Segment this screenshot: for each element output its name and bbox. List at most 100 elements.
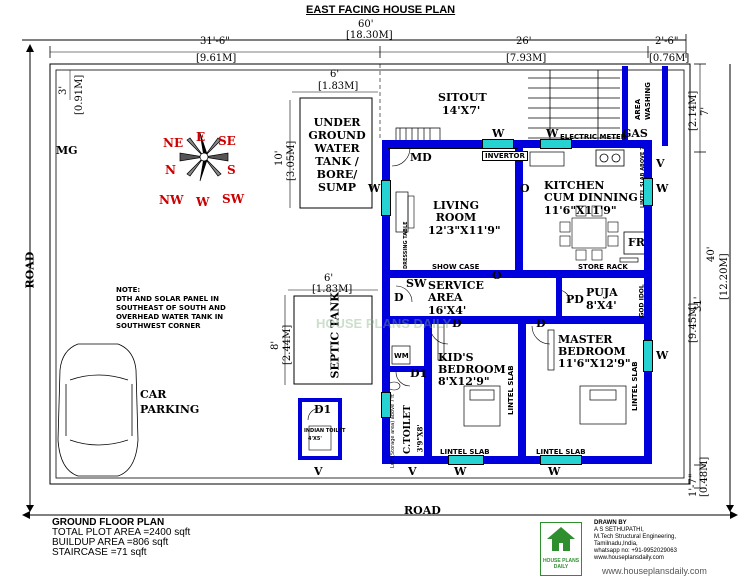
mark-d1-toilet: D1	[410, 367, 428, 380]
kids-name: KID'S	[438, 351, 474, 364]
mark-o-kitchen: O	[520, 182, 530, 195]
master-name-2: BEDROOM	[558, 345, 626, 358]
dim-r17-m: [0.48M]	[699, 456, 710, 497]
living-name: LIVING	[432, 199, 479, 212]
ctoilet-size: 3'9"X8'	[415, 424, 425, 453]
footer-buildup-area: BUILDUP AREA =806 sqft	[52, 537, 169, 548]
compass-rose	[179, 132, 229, 182]
wall-right	[644, 140, 652, 464]
dim-r7-ft: 7'	[700, 106, 711, 116]
lintel-slab-master-v: LINTEL SLAB	[631, 361, 639, 411]
dim-left-m: [9.61M]	[196, 53, 237, 64]
logo-text-2: DAILY	[553, 564, 569, 570]
dim-r40-m: [12.20M]	[719, 253, 730, 300]
mark-d-service: D	[394, 291, 404, 304]
lintel-slab-kids-v: LINTEL SLAB	[507, 365, 515, 415]
wall-living-kitchen	[515, 140, 523, 276]
sw-label: SW	[406, 277, 427, 290]
dim-mid-m: [7.93M]	[506, 53, 547, 64]
compass-nw: NW	[159, 193, 184, 207]
wall-mid-horizontal	[382, 270, 652, 278]
window-living-left	[381, 180, 391, 216]
dim-tank-h-ft: 10'	[274, 150, 285, 166]
mark-w-master: W	[656, 349, 669, 362]
mark-d1-indian-toilet: D1	[314, 403, 332, 416]
note-block: NOTE: DTH AND SOLAR PANEL IN SOUTHEAST O…	[116, 286, 226, 331]
ugt-line: TANK /	[315, 155, 359, 168]
mark-v-bottom-2: V	[408, 465, 417, 478]
mg-label: MG	[56, 144, 78, 157]
living-size: 12'3"X11'9"	[428, 224, 501, 237]
compass-se: SE	[218, 134, 236, 148]
ugt-line: GROUND	[308, 129, 366, 142]
dim-septic-h-ft: 8'	[270, 340, 281, 350]
drawn-by-site: www.houseplansdaily.com	[594, 555, 664, 561]
service-name-2: AREA	[428, 291, 463, 304]
ugt-line: WATER	[314, 142, 360, 155]
underground-tank-label: UNDER GROUND WATER TANK / BORE/ SUMP	[302, 116, 372, 194]
road-bottom-label: ROAD	[404, 504, 441, 517]
wall-washing-left	[622, 66, 628, 146]
drawn-by-whatsapp: whatsapp no: +91-9952029063	[594, 548, 677, 554]
dim-tank-w-m: [1.83M]	[318, 81, 359, 92]
show-case-label: SHOW CASE	[432, 263, 480, 271]
dim-r7-m: [2.14M]	[688, 90, 699, 131]
master-name: MASTER	[558, 333, 613, 346]
pd-label: PD	[566, 293, 584, 306]
mark-w-living: W	[368, 182, 381, 195]
wall-kids-master	[518, 320, 526, 460]
window-sitout	[482, 139, 514, 149]
drawn-by-place: Tamilnadu,India,	[594, 541, 638, 547]
road-left-label: ROAD	[23, 251, 37, 289]
dim-tank-h-m: [3.05M]	[286, 140, 297, 181]
wall-left	[382, 140, 390, 464]
master-size: 11'6"X12'9"	[558, 357, 631, 370]
mark-w-sitout: W	[492, 127, 505, 140]
footer-staircase-area: STAIRCASE =71 sqft	[52, 547, 147, 558]
compass-s: S	[227, 163, 236, 177]
wall-puja-left	[556, 276, 562, 320]
dim-overall-ft: 60'	[358, 19, 374, 30]
loft-label: Loft (Storage area) above 7'ft	[390, 394, 396, 468]
septic-tank-label: SEPTIC TANK	[328, 292, 342, 379]
mark-v-kitchen: V	[656, 157, 665, 170]
mark-w-sitout-2: W	[546, 127, 559, 140]
compass-e: E	[196, 130, 206, 144]
living-label: LIVING ROOM	[426, 200, 486, 224]
house-icon	[547, 527, 575, 551]
drawn-by-title: DRAWN BY	[594, 520, 627, 526]
ugt-line: BORE/	[316, 168, 358, 181]
watermark: HOUSE PLANS DAILY	[316, 316, 452, 331]
dim-r17-ft: 1'-7"	[688, 473, 699, 497]
window-toilet	[381, 392, 391, 418]
dim-overall-m: [18.30M]	[346, 30, 393, 41]
service-name: SERVICE	[428, 279, 484, 292]
kitchen-size: 11'6"X11'9"	[544, 204, 617, 217]
compass-ne: NE	[163, 136, 184, 150]
brand-logo: HOUSE PLANS DAILY	[540, 522, 582, 576]
kitchen-name: KITCHEN	[544, 179, 605, 192]
dim-septic-h-m: [2.44M]	[282, 324, 293, 365]
compass-w: W	[196, 195, 210, 209]
dim-septic-w-ft: 6'	[324, 273, 334, 284]
puja-size: 8'X4'	[586, 299, 617, 312]
dim-tank-w-ft: 6'	[330, 69, 340, 80]
window-sitout-2	[540, 139, 572, 149]
dim-r31-m: [9.45M]	[688, 302, 699, 343]
mark-w-bottom-kids: W	[454, 465, 467, 478]
fridge-label: FR	[628, 236, 645, 249]
mark-d-master: D	[536, 317, 546, 330]
inverter-line	[388, 148, 518, 149]
compass-n: N	[165, 163, 176, 177]
drawn-by-name: A S SETHUPATHI,	[594, 527, 644, 533]
footer-summary: GROUND FLOOR PLAN TOTAL PLOT AREA =2400 …	[52, 518, 190, 558]
window-master-bottom	[540, 455, 582, 465]
footer-total-area: TOTAL PLOT AREA =2400 sqft	[52, 527, 191, 538]
bottom-url[interactable]: www.houseplansdaily.com	[602, 566, 707, 576]
wall-washing-right	[662, 66, 668, 146]
ugt-line: SUMP	[318, 181, 356, 194]
lintel-slab-kids: LINTEL SLAB	[440, 448, 490, 456]
window-master-right	[643, 340, 653, 372]
wall-bottom	[382, 456, 652, 464]
footer-title: GROUND FLOOR PLAN	[52, 517, 165, 528]
